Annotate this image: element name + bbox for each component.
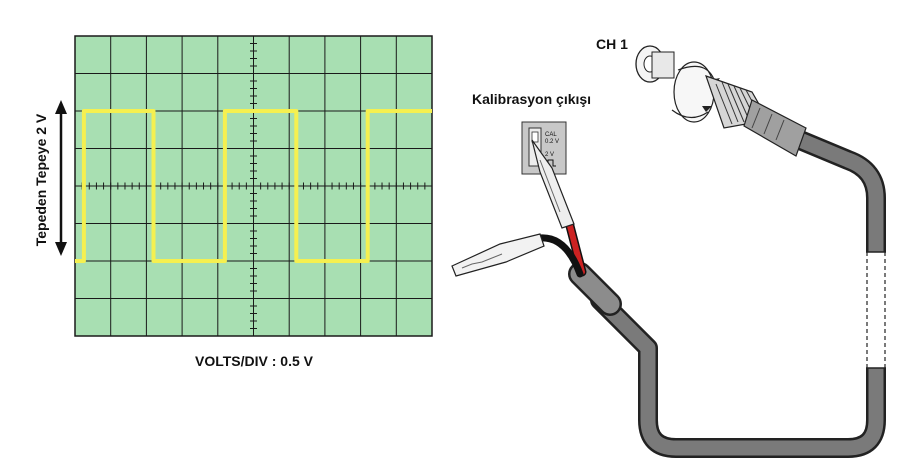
square-wave-trace	[75, 109, 432, 263]
probe-cable	[568, 130, 886, 458]
channel-1-label: CH 1	[596, 36, 628, 52]
bnc-connector	[635, 45, 807, 157]
scope-center-ticks	[74, 35, 433, 337]
signal-clip	[531, 139, 575, 229]
peak-to-peak-label: Tepeden Tepeye 2 V	[33, 113, 49, 246]
ground-alligator-clip	[451, 233, 545, 277]
scope-screen	[74, 35, 433, 337]
ground-wire	[536, 234, 584, 278]
calibration-output-label: Kalibrasyon çıkışı	[472, 91, 591, 107]
calibration-terminal-text-bottom: 2 V	[545, 152, 554, 158]
volts-per-div-label: VOLTS/DIV : 0.5 V	[195, 353, 314, 369]
double-headed-vertical-arrow-icon	[55, 100, 67, 256]
